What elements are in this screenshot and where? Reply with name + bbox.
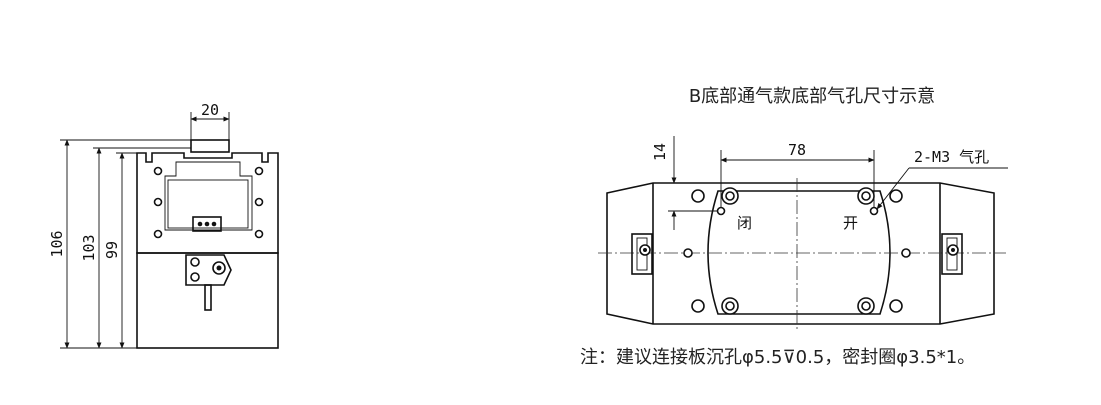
outer-body	[606, 182, 995, 325]
inner-frame	[167, 179, 249, 229]
upper-body	[136, 152, 279, 254]
dim-106-label: 106	[48, 230, 66, 257]
dim-height-103: 103	[80, 147, 102, 349]
side-holes	[153, 166, 264, 239]
label-close: 闭	[737, 214, 752, 232]
dim-78-label: 78	[788, 141, 806, 159]
dim-103-label: 103	[80, 234, 98, 261]
left-side-view: 20 106 103 99	[48, 101, 279, 349]
dim-14-label: 14	[651, 143, 669, 161]
dim-spacing: 78	[720, 141, 875, 207]
dim-offset: 14	[651, 136, 717, 230]
note-text: 注：建议连接板沉孔φ5.5⊽0.5，密封圈φ3.5*1。	[580, 347, 975, 368]
connector-block	[192, 216, 222, 232]
center-cutout	[707, 190, 891, 315]
lower-body	[136, 252, 279, 349]
dim-width-top: 20	[190, 101, 230, 140]
right-view-caption: B底部通气款底部气孔尺寸示意	[689, 86, 935, 107]
top-boss	[190, 139, 230, 153]
mounting-holes	[691, 187, 903, 315]
inner-window	[164, 161, 253, 231]
bottom-view: 闭 开 78 14 2-M3 气孔	[598, 136, 1008, 330]
dim-height-106: 106	[48, 139, 70, 349]
air-hole-callout: 2-M3 气孔	[876, 148, 1008, 210]
dim-height-99: 99	[103, 152, 125, 349]
right-clamp	[941, 233, 963, 275]
left-clamp	[631, 233, 653, 275]
label-open: 开	[843, 214, 858, 232]
air-fitting	[185, 254, 232, 311]
callout-label: 2-M3 气孔	[914, 148, 989, 166]
air-hole-close	[716, 206, 726, 216]
air-hole-open	[869, 206, 879, 216]
dim-99-label: 99	[103, 241, 121, 259]
dim-width-top-label: 20	[201, 101, 219, 119]
